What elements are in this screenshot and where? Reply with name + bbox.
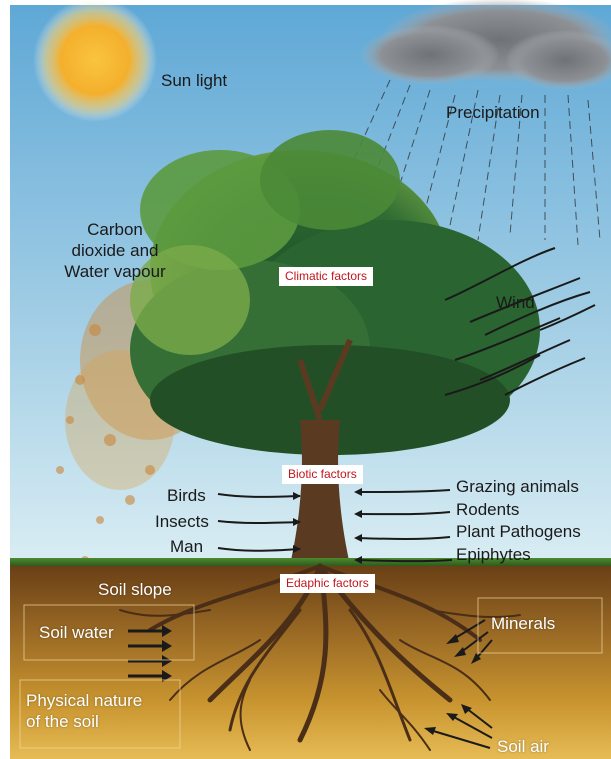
climatic-factors-box: Climatic factors <box>279 267 373 286</box>
soil-water-label: Soil water <box>39 622 114 643</box>
sun <box>33 0 157 122</box>
grazing-animals-label: Grazing animals <box>456 476 579 497</box>
physical-nature-line-1: Physical nature <box>26 690 142 711</box>
physical-nature-line-2: of the soil <box>26 711 142 732</box>
man-label: Man <box>170 536 203 557</box>
carbon-dioxide-line-1: Carbon <box>52 219 178 240</box>
precipitation-label: Precipitation <box>446 102 540 123</box>
rodents-label: Rodents <box>456 499 519 520</box>
carbon-dioxide-line-2: dioxide and <box>52 240 178 261</box>
biotic-factors-box: Biotic factors <box>282 465 363 484</box>
minerals-label: Minerals <box>491 613 555 634</box>
birds-label: Birds <box>167 485 206 506</box>
soil-air-label: Soil air <box>497 736 549 757</box>
edaphic-factors-box: Edaphic factors <box>280 574 375 593</box>
plant-pathogens-label: Plant Pathogens <box>456 521 581 542</box>
carbon-dioxide-label: Carbon dioxide and Water vapour <box>52 219 178 282</box>
sun-light-label: Sun light <box>161 70 227 91</box>
carbon-dioxide-line-3: Water vapour <box>52 261 178 282</box>
soil-slope-label: Soil slope <box>98 579 172 600</box>
physical-nature-label: Physical nature of the soil <box>26 690 142 732</box>
insects-label: Insects <box>155 511 209 532</box>
wind-label: Wind <box>496 292 535 313</box>
epiphytes-label: Epiphytes <box>456 544 531 565</box>
